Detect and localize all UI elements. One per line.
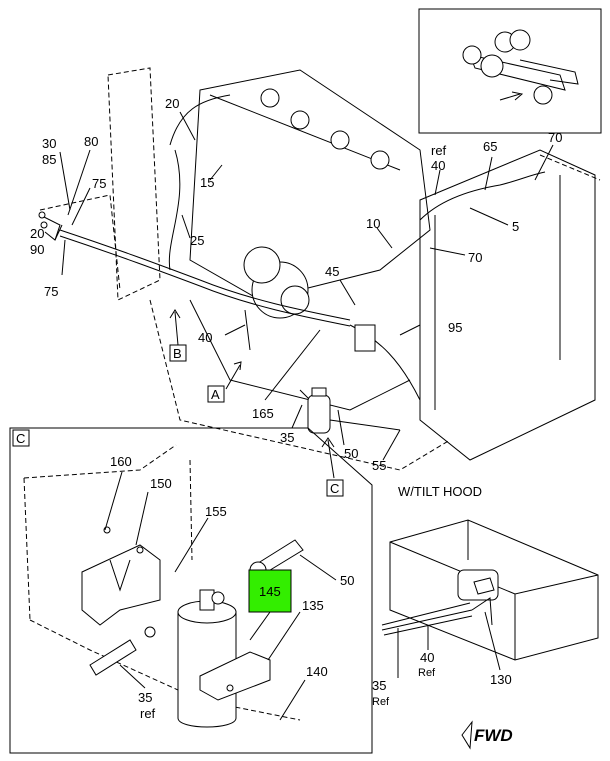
callout-20-left: 20 bbox=[30, 226, 44, 241]
detail-leaders bbox=[104, 471, 337, 721]
detail-callouts: 160 150 155 50 145 135 35 ref 140 bbox=[110, 454, 354, 721]
callout-75-lower: 75 bbox=[44, 284, 58, 299]
callout-90: 90 bbox=[30, 242, 44, 257]
callout-ref-top: ref bbox=[431, 143, 447, 158]
callout-165: 165 bbox=[252, 406, 274, 421]
main-leaders bbox=[54, 111, 554, 479]
callout-80: 80 bbox=[84, 134, 98, 149]
engine-illustration bbox=[38, 67, 601, 471]
callout-30: 30 bbox=[42, 136, 56, 151]
callout-95: 95 bbox=[448, 320, 462, 335]
svg-text:145: 145 bbox=[259, 584, 281, 599]
highlight-145: 145 bbox=[248, 569, 292, 613]
svg-text:C: C bbox=[330, 481, 339, 496]
callout-25: 25 bbox=[190, 233, 204, 248]
callout-20-top: 20 bbox=[165, 96, 179, 111]
box-c-main: C bbox=[326, 479, 344, 497]
detail-c-panel: C bbox=[9, 427, 373, 754]
callout-15: 15 bbox=[200, 175, 214, 190]
callout-35-detail: 35 bbox=[138, 690, 152, 705]
inset-axle-drawing bbox=[462, 29, 579, 105]
callout-35-hood: 35 bbox=[372, 678, 386, 693]
callout-70-top: 70 bbox=[548, 130, 562, 145]
callout-140: 140 bbox=[306, 664, 328, 679]
main-callouts: 20 30 85 80 75 20 90 75 15 25 10 45 65 7… bbox=[30, 96, 562, 473]
callout-70-mid: 70 bbox=[468, 250, 482, 265]
inset-frame bbox=[418, 8, 602, 134]
box-a: A bbox=[207, 385, 225, 403]
callout-55: 55 bbox=[372, 458, 386, 473]
box-b: B bbox=[169, 344, 187, 362]
callout-5: 5 bbox=[512, 219, 519, 234]
tilt-hood-view: W/TILT HOOD 40 Ref 35 Ref 130 bbox=[372, 484, 599, 708]
svg-text:A: A bbox=[211, 387, 220, 402]
fwd-arrow: FWD bbox=[461, 720, 513, 750]
box-c-detail: C bbox=[16, 431, 25, 446]
callout-ref-detail: ref bbox=[140, 706, 156, 721]
callout-75-upper: 75 bbox=[92, 176, 106, 191]
callout-150: 150 bbox=[150, 476, 172, 491]
callout-10: 10 bbox=[366, 216, 380, 231]
svg-text:B: B bbox=[173, 346, 182, 361]
callout-130: 130 bbox=[490, 672, 512, 687]
callout-65: 65 bbox=[483, 139, 497, 154]
fwd-label: FWD bbox=[474, 726, 513, 745]
callout-135: 135 bbox=[302, 598, 324, 613]
callout-85: 85 bbox=[42, 152, 56, 167]
callout-160: 160 bbox=[110, 454, 132, 469]
callout-35-main: 35 bbox=[280, 430, 294, 445]
callout-40-hood: 40 bbox=[420, 650, 434, 665]
callout-50-detail: 50 bbox=[340, 573, 354, 588]
callout-40-mid: 40 bbox=[198, 330, 212, 345]
callout-155: 155 bbox=[205, 504, 227, 519]
callout-40-top: 40 bbox=[431, 158, 445, 173]
callout-50-main: 50 bbox=[344, 446, 358, 461]
callout-ref-40-hood: Ref bbox=[418, 667, 436, 679]
tilt-hood-title: W/TILT HOOD bbox=[398, 484, 482, 499]
callout-45: 45 bbox=[325, 264, 339, 279]
callout-ref-35-hood: Ref bbox=[372, 696, 390, 708]
